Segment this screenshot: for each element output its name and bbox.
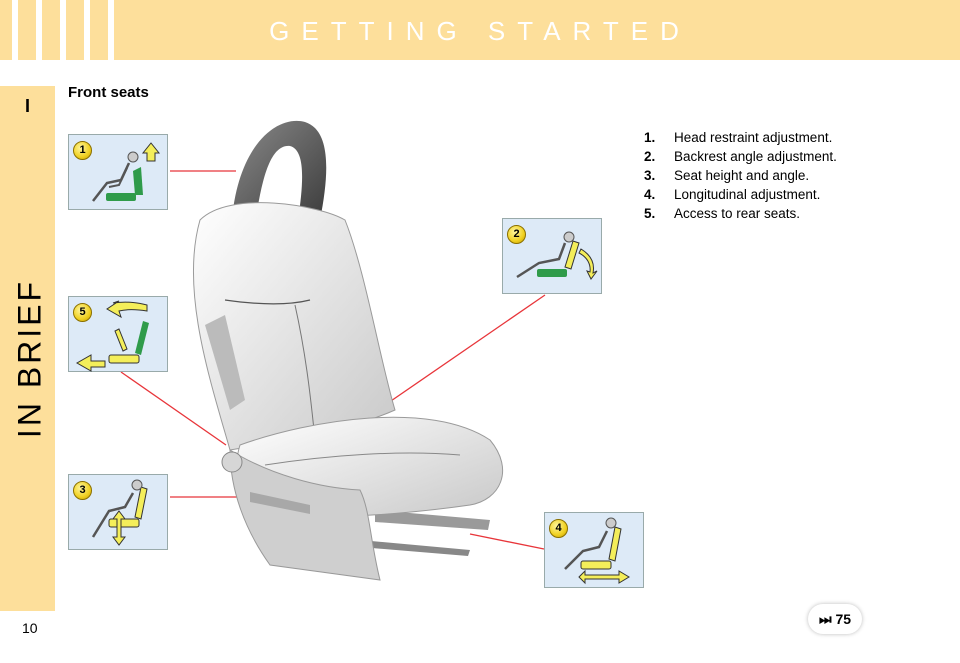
seat-height-icon xyxy=(91,479,148,546)
adjustment-panel-1: 1 xyxy=(68,134,168,210)
adjustment-panel-4: 4 xyxy=(544,512,644,588)
rear-access-icon xyxy=(75,300,149,372)
badge-5: 5 xyxy=(73,303,92,322)
badge-1: 1 xyxy=(73,141,92,160)
page-number: 10 xyxy=(22,620,38,636)
header-band: GETTING STARTED xyxy=(0,0,960,60)
legend-item: 4.Longitudinal adjustment. xyxy=(644,187,821,202)
chapter-number: I xyxy=(24,96,30,116)
chapter-sidebar xyxy=(0,86,55,611)
adjustment-panel-5: 5 xyxy=(68,296,168,372)
section-title: Front seats xyxy=(68,84,149,101)
page-title: GETTING STARTED xyxy=(269,16,691,46)
badge-3: 3 xyxy=(73,481,92,500)
backrest-angle-icon xyxy=(516,231,598,280)
legend-item: 1.Head restraint adjustment. xyxy=(644,130,833,145)
legend-item: 3.Seat height and angle. xyxy=(644,168,810,183)
legend-item: 2.Backrest angle adjustment. xyxy=(644,149,837,164)
adjustment-panel-2: 2 xyxy=(502,218,602,294)
page-reference[interactable]: ⏭ 75 xyxy=(808,604,862,634)
badge-2: 2 xyxy=(507,225,526,244)
adjustment-panel-3: 3 xyxy=(68,474,168,550)
front-seat-illustration xyxy=(192,120,504,581)
badge-4: 4 xyxy=(549,519,568,538)
legend-list: 1.Head restraint adjustment. 2.Backrest … xyxy=(644,128,837,223)
header-stripes xyxy=(8,0,120,60)
legend-item: 5.Access to rear seats. xyxy=(644,206,801,221)
longitudinal-icon xyxy=(564,517,630,585)
head-restraint-icon xyxy=(92,142,161,202)
